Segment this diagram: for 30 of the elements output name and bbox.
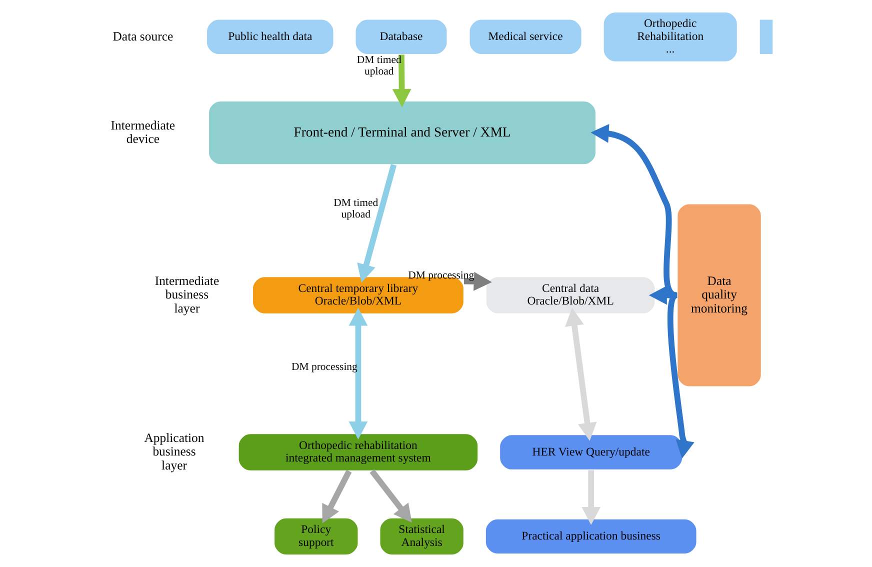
label: Intermediate device [110, 118, 176, 146]
arrow [322, 470, 352, 524]
edge-label: DM timed upload [334, 196, 378, 221]
arrow [565, 308, 597, 441]
node-box: Policy support [274, 517, 359, 556]
node-box: HER View Query/update [499, 434, 684, 470]
arrow [357, 164, 397, 282]
edge-label: DM processing [291, 361, 358, 374]
label: Intermediate business layer [154, 274, 220, 316]
node-box: Orthopedic rehabilitation integrated management system [238, 433, 479, 472]
label: Application business layer [144, 430, 204, 472]
node-box: Medical service [468, 18, 582, 56]
node-box: Practical application business [484, 518, 698, 555]
node-box [758, 18, 774, 56]
arrow [464, 272, 492, 291]
node-box: Statistical Analysis [379, 517, 464, 556]
node-box: Front-end / Terminal and Server / XML [208, 100, 596, 166]
arrow [668, 292, 694, 459]
arrow [348, 308, 368, 440]
node-box: Database [354, 18, 448, 56]
arrow [370, 469, 412, 523]
label: Data source [112, 29, 174, 44]
node-box: Data quality monitoring [676, 203, 762, 388]
arrow [582, 470, 601, 526]
arrow [590, 124, 678, 298]
arrow [392, 54, 412, 108]
arrow [648, 286, 678, 305]
node-box: Orthopedic Rehabilitation ... [602, 11, 738, 62]
node-box: Central data Oracle/Blob/XML [485, 276, 656, 314]
node-box: Public health data [206, 18, 334, 56]
